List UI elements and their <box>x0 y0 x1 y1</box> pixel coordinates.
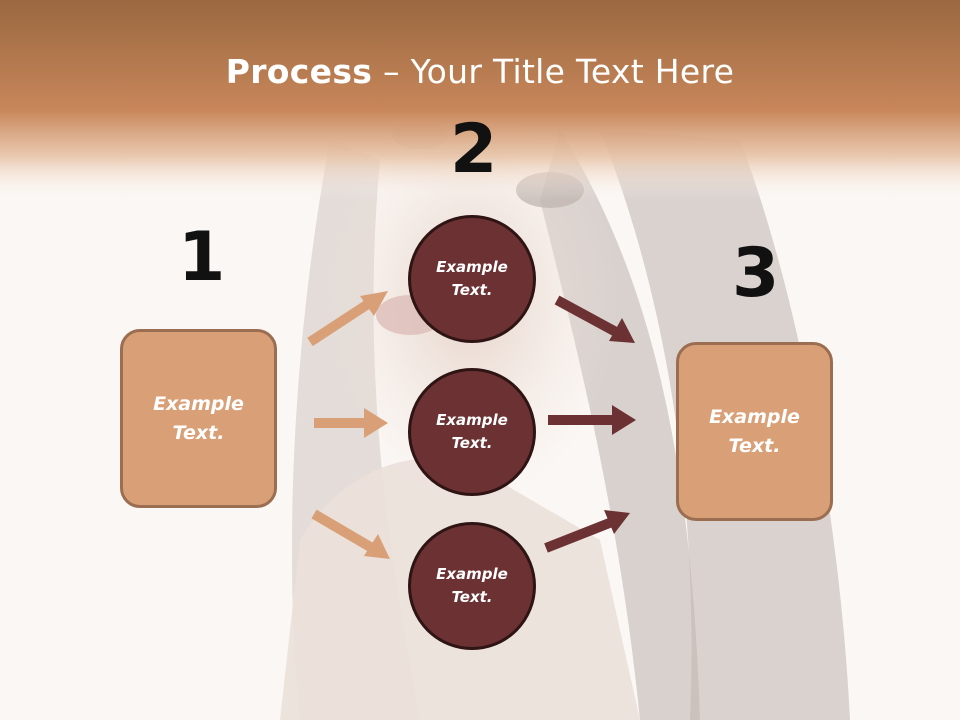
arrow-from-circle-middle <box>548 405 636 435</box>
arrow-to-circle-middle <box>314 408 388 438</box>
step-1-label: Example Text. <box>153 392 244 444</box>
circle-bottom-label: Example Text. <box>436 565 508 606</box>
circle-middle: Example Text. <box>408 368 536 496</box>
step-number-3: 3 <box>732 234 780 313</box>
circle-top-label: Example Text. <box>436 258 508 299</box>
arrow-from-circle-bottom <box>544 510 630 553</box>
circle-top: Example Text. <box>408 215 536 343</box>
arrow-to-circle-bottom <box>311 509 390 559</box>
step-3-label: Example Text. <box>709 405 800 457</box>
circle-middle-label: Example Text. <box>436 411 508 452</box>
slide-title: Process – Your Title Text Here <box>0 52 960 91</box>
step-number-1: 1 <box>178 218 226 297</box>
title-bold: Process <box>225 52 373 91</box>
arrow-to-circle-top <box>307 291 388 347</box>
arrow-from-circle-top <box>554 295 635 343</box>
step-1-box: Example Text. <box>120 329 277 508</box>
step-number-2: 2 <box>450 110 498 189</box>
title-rest: – Your Title Text Here <box>372 52 735 91</box>
step-3-box: Example Text. <box>676 342 833 521</box>
circle-bottom: Example Text. <box>408 522 536 650</box>
